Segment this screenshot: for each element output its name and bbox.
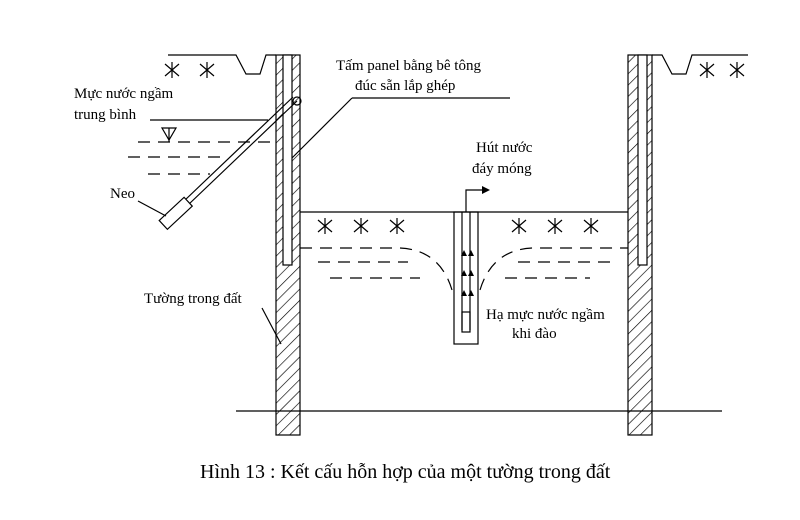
wall-leader-line bbox=[261, 307, 282, 345]
label-panel-line2: đúc sẵn lắp ghép bbox=[355, 78, 455, 94]
label-water-line1: Mực nước ngầm bbox=[74, 86, 174, 102]
precast-panel-right bbox=[637, 54, 648, 266]
soil-marks-right bbox=[699, 62, 745, 78]
label-lowered-line1: Hạ mực nước ngầm bbox=[486, 307, 605, 323]
right-diaphragm-wall bbox=[627, 54, 653, 436]
soil-marks-left bbox=[164, 62, 215, 78]
ground-surface-right bbox=[652, 54, 748, 75]
ground-surface-left bbox=[168, 54, 276, 75]
left-diaphragm-wall bbox=[275, 54, 301, 436]
label-pump-line2: đáy móng bbox=[472, 161, 532, 177]
label-anchor: Neo bbox=[110, 186, 135, 202]
water-table-marker bbox=[128, 119, 276, 175]
panel-leader-line bbox=[291, 97, 353, 159]
drawdown-curve bbox=[300, 247, 628, 291]
figure-caption: Hình 13 : Kết cấu hỗn hợp của một tường … bbox=[200, 461, 611, 483]
water-dashes-excavation bbox=[318, 261, 610, 279]
label-water-line2: trung bình bbox=[74, 107, 137, 123]
label-panel-line1: Tấm panel bằng bê tông bbox=[336, 58, 481, 74]
label-wall: Tường trong đất bbox=[144, 291, 243, 307]
precast-panel-left bbox=[282, 54, 293, 266]
soil-marks-excavation bbox=[317, 218, 599, 234]
wellpoint bbox=[453, 186, 490, 345]
label-pump-line1: Hút nước bbox=[476, 140, 533, 156]
anchor-tie bbox=[137, 96, 302, 231]
label-lowered-line2: khi đào bbox=[512, 326, 557, 342]
